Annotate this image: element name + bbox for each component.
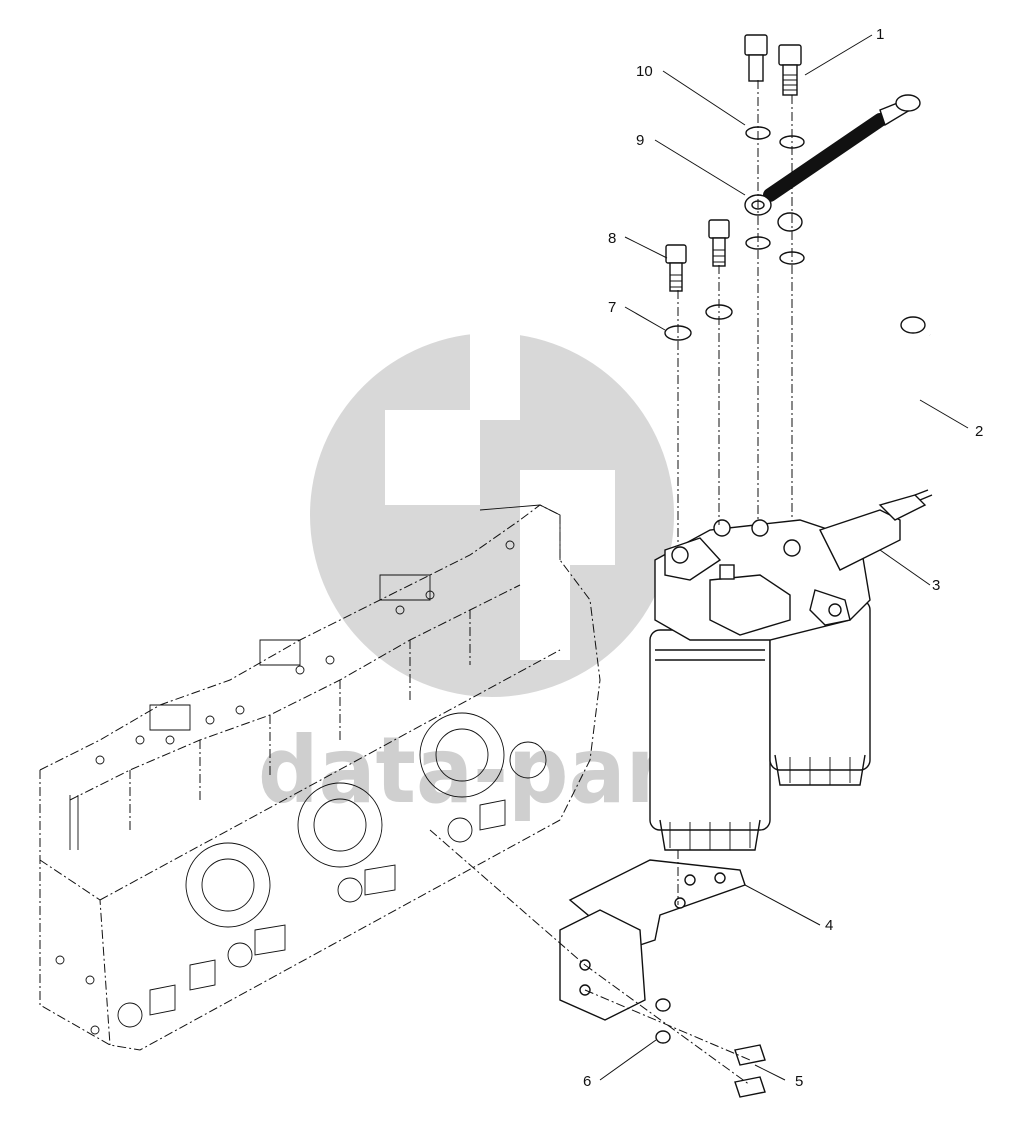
callout-10: 10	[636, 63, 653, 80]
engine-block-illustration	[39, 504, 601, 1051]
callout-3: 3	[932, 577, 940, 594]
callout-1: 1	[876, 26, 884, 43]
fuel-filter-assembly	[649, 489, 933, 851]
fuel-hose	[744, 94, 921, 216]
callout-8: 8	[608, 230, 616, 247]
callout-9: 9	[636, 132, 644, 149]
fuel-pipe	[777, 168, 957, 472]
assembly-centre-lines	[429, 80, 793, 1086]
callout-5: 5	[795, 1073, 803, 1090]
callout-4: 4	[825, 917, 833, 934]
callout-6: 6	[583, 1073, 591, 1090]
callout-labels: 1 2 3 4 5 6 7 8 9 10	[583, 26, 983, 1090]
leader-lines	[599, 34, 969, 1081]
callout-7: 7	[608, 299, 616, 316]
callout-2: 2	[975, 423, 983, 440]
watermark-logo	[310, 330, 674, 697]
mounting-bracket	[559, 859, 746, 1021]
